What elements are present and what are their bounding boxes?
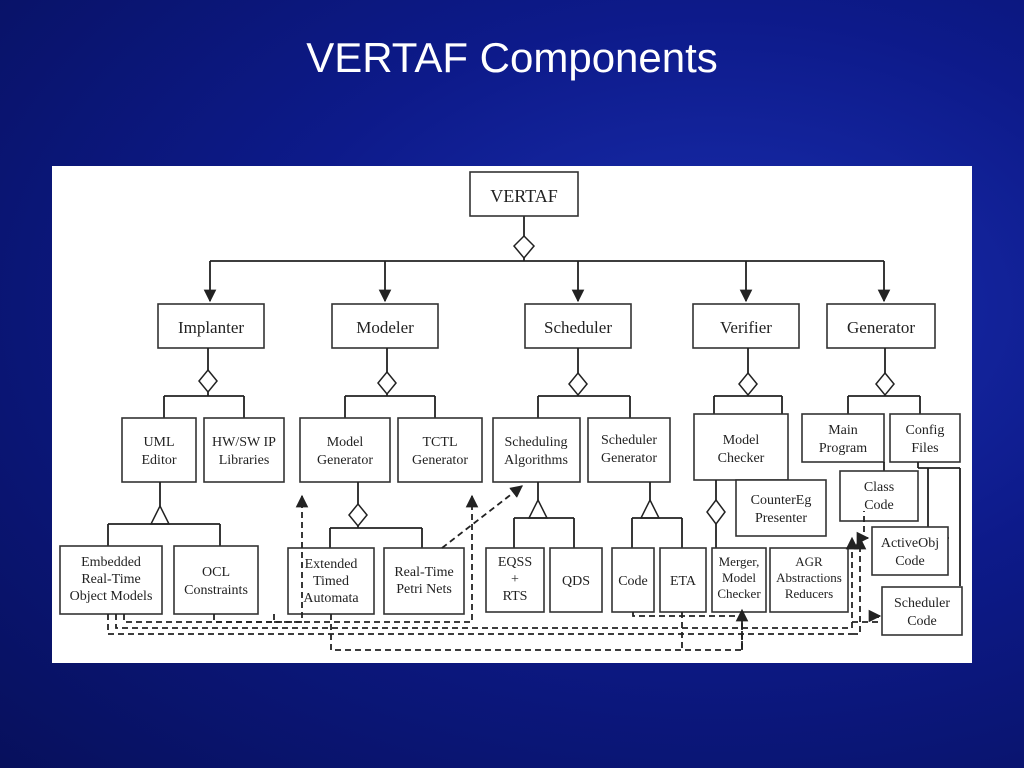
svg-text:Merger,: Merger, [719,554,760,569]
model-generator-box: Model Generator [299,417,391,483]
svg-text:Scheduler: Scheduler [894,596,950,611]
svg-text:Real-Time: Real-Time [81,572,140,587]
svg-text:TCTL: TCTL [423,435,458,450]
verifier-aggregation-diamond [738,371,758,397]
realtime-petri-nets-box: Real-Time Petri Nets [383,547,465,615]
svg-text:Program: Program [819,441,867,456]
svg-text:+: + [511,572,519,587]
svg-text:Generator: Generator [601,451,657,466]
svg-text:Presenter: Presenter [755,511,807,526]
hwsw-ip-libraries-box: HW/SW IP Libraries [203,417,285,483]
svg-text:Main: Main [828,423,858,438]
code-box: Code [611,547,655,613]
vertaf-root-box: VERTAF [469,171,579,217]
scheduling-algorithms-box: Scheduling Algorithms [492,417,581,483]
svg-text:Generator: Generator [412,453,468,468]
svg-text:Abstractions: Abstractions [776,570,842,585]
svg-text:Model: Model [327,435,364,450]
ocl-constraints-box: OCL Constraints [173,545,259,615]
svg-text:Timed: Timed [313,574,349,589]
verifier-label: Verifier [720,318,772,337]
svg-text:Constraints: Constraints [184,583,248,598]
svg-text:Reducers: Reducers [785,586,833,601]
countereg-presenter-box: CounterEg Presenter [735,479,827,537]
activeobj-code-box: ActiveObj Code [871,526,949,576]
implanter-aggregation-diamond [198,368,218,394]
eta-box: ETA [659,547,707,613]
svg-text:Code: Code [864,498,894,513]
svg-text:Checker: Checker [718,451,765,466]
scheduling-generalization-triangle [527,498,549,519]
eqss-rts-box: EQSS + RTS [485,547,545,613]
svg-text:Code: Code [907,614,937,629]
vertaf-root-label: VERTAF [490,186,557,206]
qds-box: QDS [549,547,603,613]
svg-text:AGR: AGR [795,554,823,569]
svg-text:CounterEg: CounterEg [751,493,812,508]
svg-text:Model: Model [723,433,760,448]
implanter-label: Implanter [178,318,244,337]
modeler-aggregation-diamond [377,370,397,396]
embedded-models-box: Embedded Real-Time Object Models [59,545,163,615]
main-program-box: Main Program [801,413,885,463]
scheduler-generator-triangle [639,498,661,519]
svg-text:Model: Model [722,570,756,585]
model-generator-diamond [348,502,368,528]
svg-text:UML: UML [143,435,174,450]
modeler-label: Modeler [356,318,414,337]
svg-text:HW/SW IP: HW/SW IP [212,435,276,450]
tctl-generator-box: TCTL Generator [397,417,483,483]
svg-text:Generator: Generator [317,453,373,468]
scheduler-label: Scheduler [544,318,612,337]
model-checker-diamond [706,498,726,526]
svg-text:Algorithms: Algorithms [504,453,568,468]
svg-text:Code: Code [618,574,648,589]
svg-text:OCL: OCL [202,565,230,580]
svg-text:Class: Class [864,480,894,495]
svg-text:Code: Code [895,554,925,569]
svg-text:Checker: Checker [717,586,761,601]
svg-text:RTS: RTS [503,589,528,604]
vertaf-diagram: VERTAF Implanter Modeler Scheduler Verif… [52,166,972,663]
implanter-box: Implanter [157,303,265,349]
svg-text:Editor: Editor [142,453,177,468]
svg-text:ETA: ETA [670,574,697,589]
uml-editor-box: UML Editor [121,417,197,483]
modeler-box: Modeler [331,303,439,349]
generator-label: Generator [847,318,915,337]
svg-text:Scheduler: Scheduler [601,433,657,448]
svg-text:Libraries: Libraries [219,453,270,468]
svg-text:ActiveObj: ActiveObj [881,536,939,551]
uml-generalization-triangle [149,504,171,525]
svg-text:Automata: Automata [303,591,359,606]
model-checker-box: Model Checker [693,413,789,481]
svg-text:Files: Files [911,441,938,456]
svg-text:Scheduling: Scheduling [505,435,568,450]
svg-text:Embedded: Embedded [81,555,141,570]
svg-text:Petri Nets: Petri Nets [396,582,452,597]
diagram-svg: VERTAF Implanter Modeler Scheduler Verif… [59,171,963,651]
generator-aggregation-diamond [875,371,895,397]
svg-text:EQSS: EQSS [498,555,532,570]
scheduler-box: Scheduler [524,303,632,349]
config-files-box: Config Files [889,413,961,463]
verifier-box: Verifier [692,303,800,349]
root-aggregation-diamond [512,234,536,260]
scheduler-generator-box: Scheduler Generator [587,417,671,483]
extended-timed-automata-box: Extended Timed Automata [287,547,375,615]
slide-title: VERTAF Components [306,34,718,81]
class-code-box: Class Code [839,470,919,522]
svg-text:Real-Time: Real-Time [394,565,453,580]
generator-box: Generator [826,303,936,349]
merger-model-checker-box: Merger, Model Checker [711,547,767,613]
svg-text:Extended: Extended [305,557,358,572]
svg-text:QDS: QDS [562,574,590,589]
agr-reducers-box: AGR Abstractions Reducers [769,547,849,613]
svg-text:Config: Config [906,423,945,438]
svg-text:Object Models: Object Models [70,589,153,604]
dashed-dependency-lines [107,485,882,651]
scheduler-code-box: Scheduler Code [881,586,963,636]
scheduler-aggregation-diamond [568,371,588,397]
